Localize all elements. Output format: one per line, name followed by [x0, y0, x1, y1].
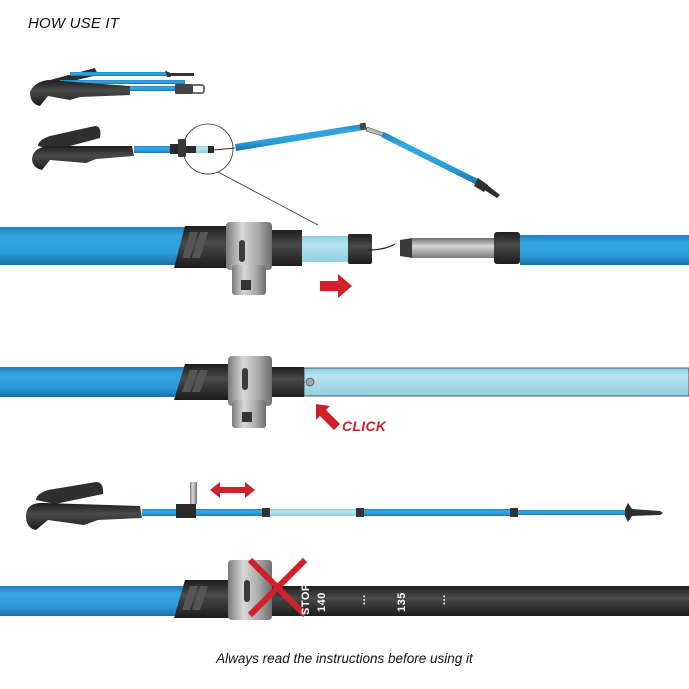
pull-arrow-icon — [320, 274, 352, 298]
stop-warning-illustration — [0, 557, 689, 620]
stop-mark: STOP — [300, 583, 312, 615]
scale-mark-135: 135 — [396, 592, 408, 612]
instruction-caption: Always read the instructions before usin… — [216, 651, 473, 666]
do-not-cross-icon — [247, 557, 308, 618]
unfolding-pole-illustration — [32, 122, 500, 226]
folded-pole-illustration — [30, 68, 205, 106]
click-detail-illustration — [0, 356, 689, 430]
scale-dots-2: ... — [436, 594, 448, 605]
adjust-pole-illustration — [26, 482, 663, 530]
scale-mark-140: 140 — [316, 592, 328, 612]
adjust-arrow-icon — [210, 482, 255, 498]
click-label: CLICK — [342, 418, 387, 434]
scale-dots-1: ... — [356, 594, 368, 605]
click-arrow-icon — [316, 404, 340, 430]
pull-detail-illustration — [0, 222, 689, 298]
page-title: HOW USE IT — [28, 15, 120, 32]
